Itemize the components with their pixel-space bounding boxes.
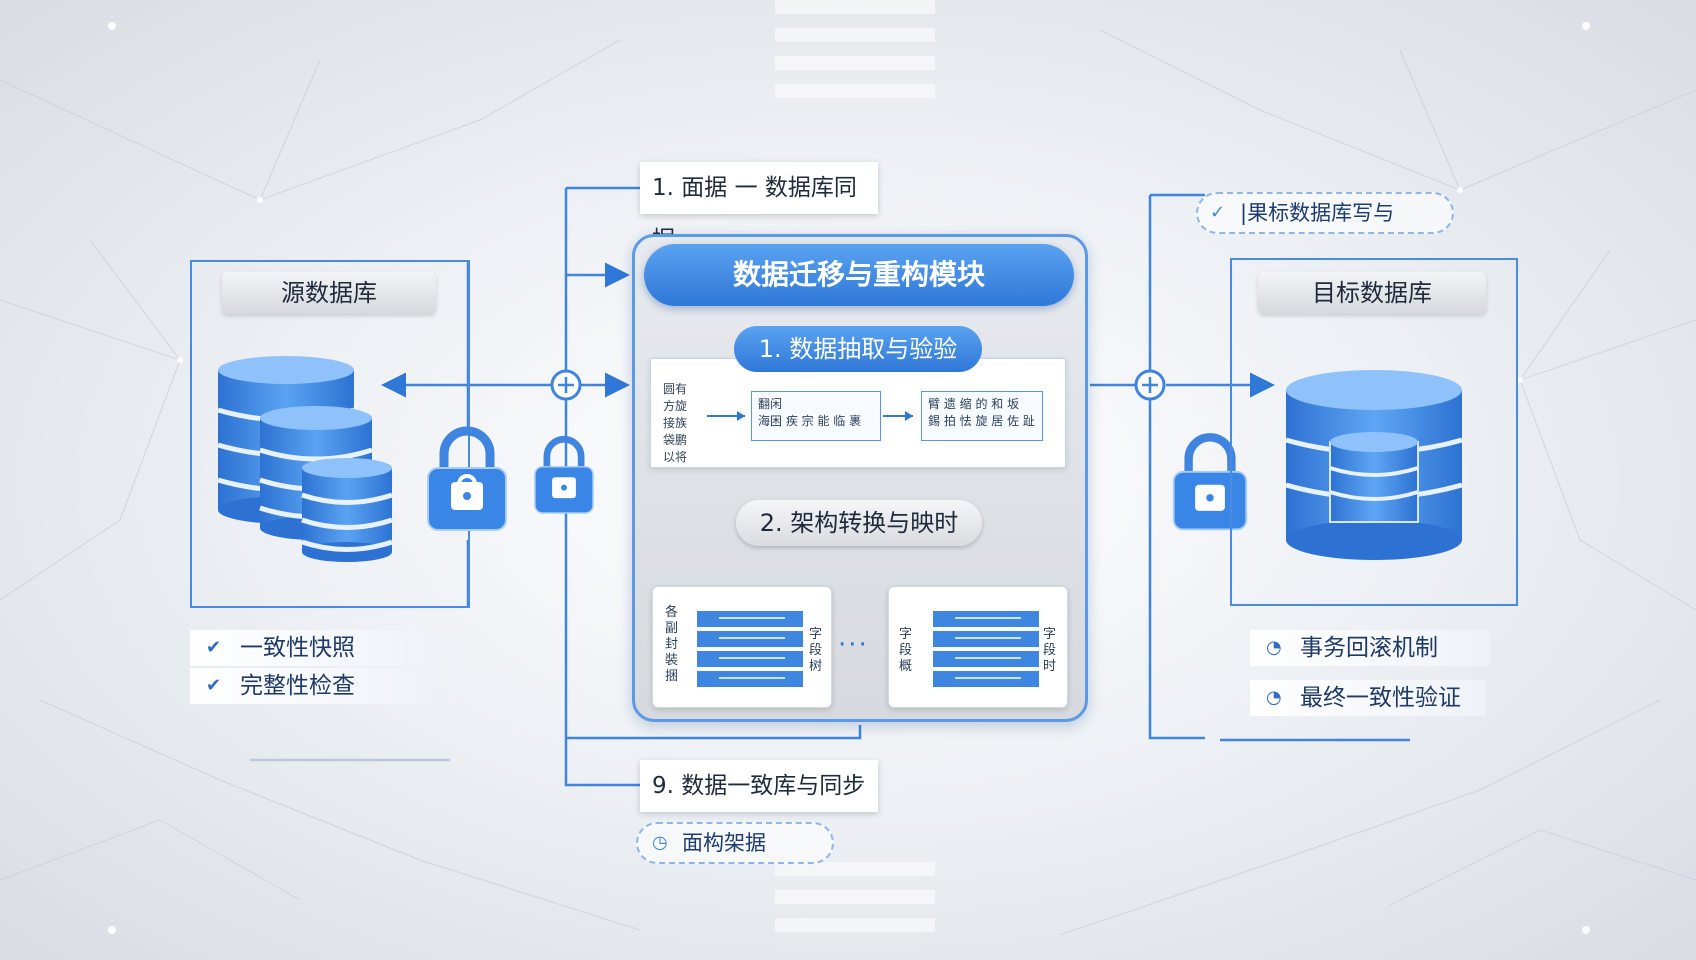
clock-icon: ◷ <box>652 832 668 853</box>
schema-card-left: 各副封裝捆 字段树 <box>652 586 832 708</box>
check-label: 最终一致性验证 <box>1300 685 1461 711</box>
callout-bottom-pill: ◷ 面构架据 <box>636 822 834 864</box>
lock-icon <box>534 435 594 514</box>
pill-label: 面构架据 <box>682 831 766 855</box>
schema-right-label: 字段树 <box>809 627 823 674</box>
schema-rows <box>697 611 803 687</box>
check-label: 事务回滚机制 <box>1300 635 1438 661</box>
check-icon: ✔ <box>206 675 222 696</box>
step-2-pill: 2. 架构转换与映时 <box>736 500 982 546</box>
schema-left-label: 各副封裝捆 <box>665 605 679 684</box>
callout-bottom: 9. 数据一致库与同步 <box>640 760 878 812</box>
schema-left-label: 字段概 <box>899 627 913 674</box>
source-check-snapshot: ✔ 一致性快照 <box>190 630 440 666</box>
source-db-title: 源数据库 <box>222 272 436 314</box>
refresh-icon: ◔ <box>1266 687 1282 708</box>
refresh-icon: ◔ <box>1266 637 1282 658</box>
schema-right-label: 字段时 <box>1043 627 1057 674</box>
extract-arrows <box>707 411 913 421</box>
check-icon: ✔ <box>206 637 222 658</box>
extract-left-text: 圆有 方旋 接族 袋鹏 以将 <box>663 381 699 466</box>
check-label: 完整性检查 <box>240 673 355 699</box>
target-callout-label: |果标数据库写与 <box>1240 201 1395 225</box>
step-1-pill: 1. 数据抽取与验验 <box>734 326 982 372</box>
target-db-frame <box>1230 258 1518 606</box>
check-label: 一致性快照 <box>240 635 355 661</box>
ellipsis: ··· <box>838 630 869 660</box>
extract-panel: 圆有 方旋 接族 袋鹏 以将 翻闲 海困 疾 宗 能 临 裹 臂 遗 缩 的 和… <box>650 358 1066 468</box>
schema-card-right: 字段概 字段时 <box>888 586 1068 708</box>
target-database-icon <box>1285 370 1463 560</box>
target-db-title: 目标数据库 <box>1258 272 1486 314</box>
center-title: 数据迁移与重构模块 <box>644 244 1074 306</box>
check-circle-icon: ✓ <box>1210 202 1226 223</box>
extract-box-1: 翻闲 海困 疾 宗 能 临 裹 <box>751 391 881 441</box>
callout-top: 1. 面据 一 数据库同据 <box>640 162 878 253</box>
target-check-consistency: ◔ 最终一致性验证 <box>1250 680 1486 716</box>
target-callout: ✓ |果标数据库写与 <box>1196 192 1454 234</box>
target-check-rollback: ◔ 事务回滚机制 <box>1250 630 1490 666</box>
lock-icon <box>427 426 507 531</box>
source-database-icon <box>217 356 393 562</box>
schema-rows <box>933 611 1039 687</box>
source-check-integrity: ✔ 完整性检查 <box>190 668 436 704</box>
extract-box-2: 臂 遗 缩 的 和 坂 錫 拍 怯 旋 居 佐 趾 <box>921 391 1043 441</box>
extract-left-col: 圆有 方旋 接族 袋鹏 以将 <box>663 382 688 464</box>
